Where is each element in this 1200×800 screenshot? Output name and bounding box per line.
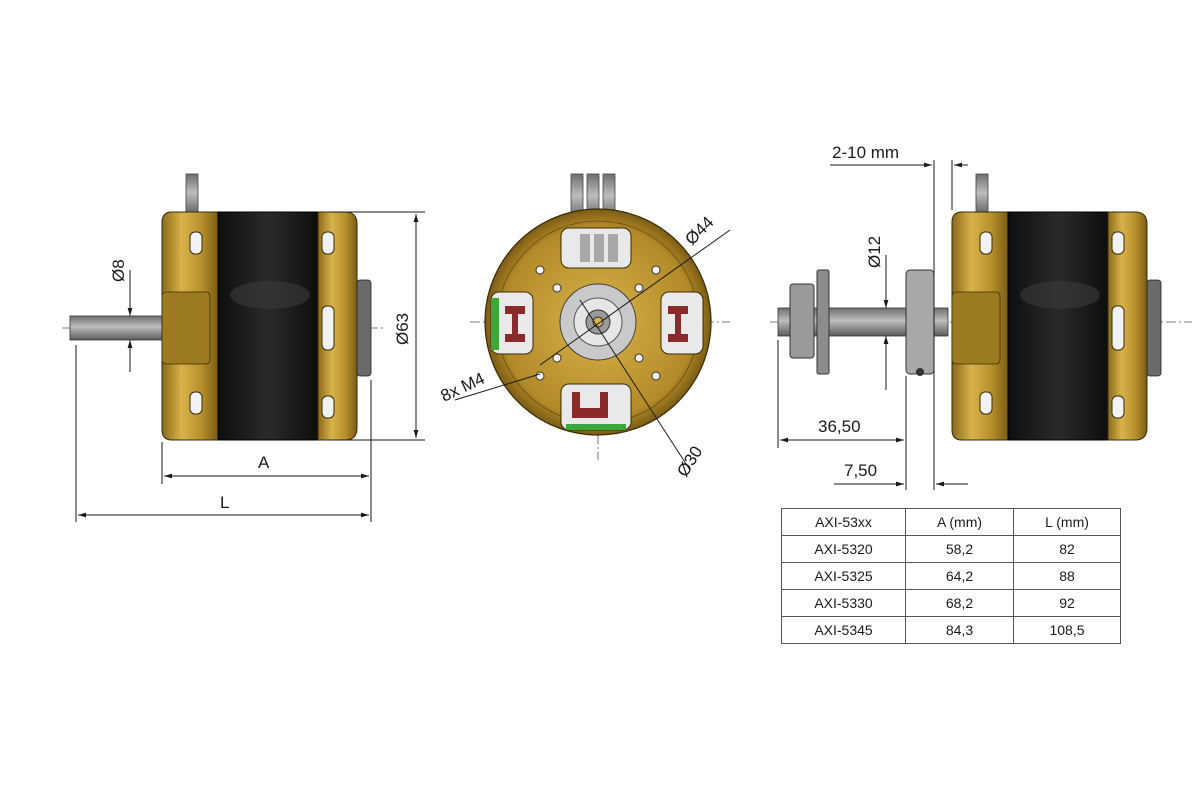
cell-model: AXI-5325 [781, 562, 906, 590]
motor-wires [185, 173, 199, 217]
cell-l: 92 [1013, 589, 1121, 617]
mount-holes [535, 265, 661, 381]
prop-shaft-diameter-label: Ø12 [865, 236, 884, 268]
inner-bolt-circle-label: Ø30 [673, 443, 706, 480]
header-model: AXI-53xx [781, 508, 906, 536]
prop-collar [905, 269, 935, 375]
table-row: AXI-5330 68,2 92 [781, 589, 1121, 617]
cell-a: 68,2 [905, 589, 1014, 617]
header-l: L (mm) [1013, 508, 1121, 536]
cell-a: 58,2 [905, 535, 1014, 563]
cell-l: 108,5 [1013, 616, 1121, 644]
cell-model: AXI-5345 [781, 616, 906, 644]
mount-holes-label: 8x M4 [438, 369, 488, 406]
spec-table: AXI-53xx A (mm) L (mm) AXI-5320 58,2 82 … [781, 508, 1121, 644]
table-row: AXI-5325 64,2 88 [781, 562, 1121, 590]
right-side-view: Ø12 2-10 mm 36,50 7,50 [770, 143, 1192, 490]
header-a: A (mm) [905, 508, 1014, 536]
shaft-diameter-label: Ø8 [109, 259, 128, 282]
adjust-range-label: 2-10 mm [832, 143, 899, 162]
l-dimension-label: L [220, 493, 229, 512]
shaft [69, 315, 163, 341]
rear-bell-slots [321, 231, 335, 419]
cell-l: 82 [1013, 535, 1121, 563]
collar-length-label: 7,50 [844, 461, 877, 480]
rotor-can [217, 211, 319, 441]
front-view: Ø44 8x M4 Ø30 [438, 173, 731, 480]
front-bell-slots [189, 231, 203, 415]
cell-model: AXI-5330 [781, 589, 906, 617]
cell-l: 88 [1013, 562, 1121, 590]
a-dimension-label: A [258, 453, 270, 472]
table-row: AXI-5345 84,3 108,5 [781, 616, 1121, 644]
outer-diameter-label: Ø63 [393, 313, 412, 345]
table-row: AXI-5320 58,2 82 [781, 535, 1121, 563]
stator-windings [491, 234, 688, 430]
spec-table-header: AXI-53xx A (mm) L (mm) [781, 508, 1121, 536]
prop-washer [816, 269, 830, 375]
shaft-length-label: 36,50 [818, 417, 861, 436]
prop-nut [789, 283, 815, 359]
cell-model: AXI-5320 [781, 535, 906, 563]
left-side-view: Ø8 Ø63 A L [62, 173, 425, 522]
cell-a: 64,2 [905, 562, 1014, 590]
cell-a: 84,3 [905, 616, 1014, 644]
outer-bolt-circle-label: Ø44 [681, 213, 717, 249]
